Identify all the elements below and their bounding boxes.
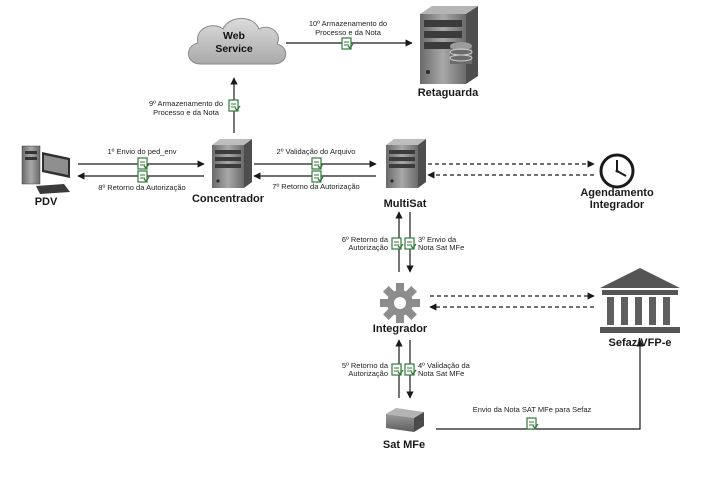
sat-mfe-node: Sat MFe xyxy=(383,408,425,451)
document-icon xyxy=(341,37,354,50)
sefaz-label: Sefaz/VFP-e xyxy=(609,337,672,349)
document-icon xyxy=(404,363,417,376)
sefaz-node: Sefaz/VFP-e xyxy=(600,268,680,349)
edge-label-4-line2: Nota Sat MFe xyxy=(418,369,464,378)
multisat-label: MultiSat xyxy=(384,198,427,210)
retaguarda-node: Retaguarda xyxy=(418,6,479,99)
database-icon xyxy=(449,42,473,64)
gear-icon xyxy=(380,283,420,323)
agendamento-label-2: Integrador xyxy=(590,199,645,211)
document-icon xyxy=(311,157,324,170)
document-icon xyxy=(311,170,324,183)
server-icon xyxy=(212,139,252,188)
clock-icon xyxy=(599,153,635,189)
document-icon xyxy=(228,99,241,112)
computer-icon xyxy=(21,145,70,194)
document-icon xyxy=(404,237,417,250)
edge-label-3-line1: 3º Envio da xyxy=(418,235,457,244)
edge-label-9-line2: Processo e da Nota xyxy=(153,108,220,117)
edge-label-9-line1: 9º Armazenamento do xyxy=(149,99,223,108)
agendamento-node: Agendamento Integrador xyxy=(580,153,654,211)
integrador-node: Integrador xyxy=(373,283,428,335)
pdv-node: PDV xyxy=(21,145,70,208)
concentrador-node: Concentrador xyxy=(192,139,265,205)
agendamento-label-1: Agendamento xyxy=(580,187,654,199)
edge-labels: 10º Armazenamento do Processo e da Nota … xyxy=(98,19,591,414)
web-service-label-1: Web xyxy=(223,30,245,42)
document-icon xyxy=(391,237,404,250)
edge-label-6-line1: 6º Retorno da xyxy=(342,235,389,244)
document-icon xyxy=(391,363,404,376)
edge-label-2: 2º Validação do Arquivo xyxy=(277,147,356,156)
document-icons xyxy=(137,37,539,430)
edge-label-1: 1º Envio do ped_env xyxy=(107,147,176,156)
edge-label-7: 7º Retorno da Autorização xyxy=(272,182,359,191)
web-service-label-2: Service xyxy=(215,43,253,55)
edge-label-sefaz: Envio da Nota SAT MFe para Sefaz xyxy=(473,405,592,414)
web-service-node: Web Service xyxy=(188,18,287,65)
pdv-label: PDV xyxy=(35,196,58,208)
edge-label-3-line2: Nota Sat MFe xyxy=(418,243,464,252)
device-icon xyxy=(386,408,424,432)
edge-label-6-line2: Autorização xyxy=(348,243,388,252)
document-icon xyxy=(526,417,539,430)
document-icon xyxy=(137,170,150,183)
concentrador-label: Concentrador xyxy=(192,193,265,205)
government-building-icon xyxy=(600,268,680,333)
arrow-satmfe-to-sefaz xyxy=(436,339,644,430)
edge-label-4-line1: 4º Validação da xyxy=(418,361,471,370)
edge-label-10-line1: 10º Armazenamento do xyxy=(309,19,387,28)
edge-label-10-line2: Processo e da Nota xyxy=(315,28,382,37)
server-icon xyxy=(420,6,478,84)
server-icon xyxy=(386,139,426,188)
edge-label-5-line2: Autorização xyxy=(348,369,388,378)
edge-label-8: 8º Retorno da Autorização xyxy=(98,183,185,192)
document-icon xyxy=(137,157,150,170)
integrador-label: Integrador xyxy=(373,323,428,335)
multisat-node: MultiSat xyxy=(384,139,427,210)
cloud-icon xyxy=(188,18,287,65)
sat-mfe-label: Sat MFe xyxy=(383,439,425,451)
edge-label-5-line1: 5º Retorno da xyxy=(342,361,389,370)
retaguarda-label: Retaguarda xyxy=(418,87,479,99)
